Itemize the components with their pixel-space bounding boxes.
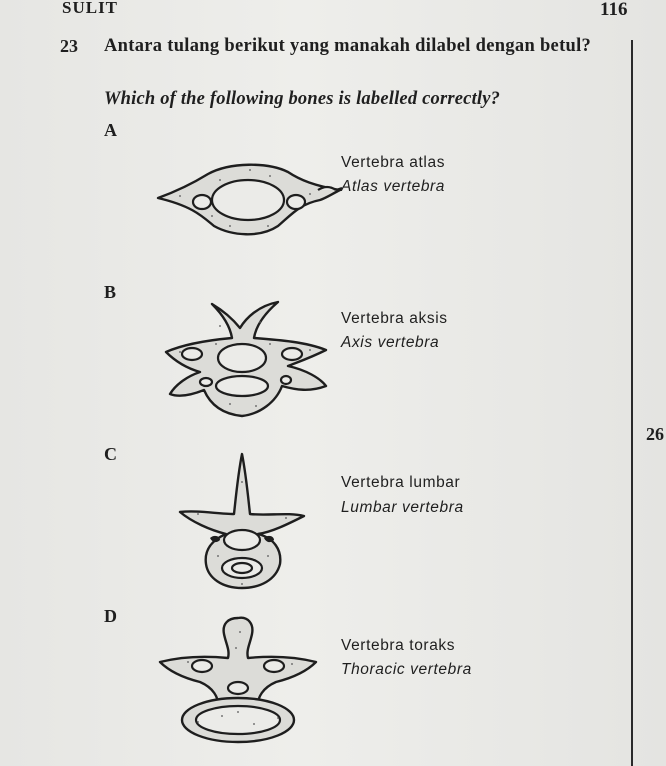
option-b-label-english: Axis vertebra [341,334,440,351]
question-number: 23 [60,36,78,56]
axis-vertebra-diagram [164,300,328,418]
option-c-letter[interactable]: C [104,444,117,464]
option-d-label-malay: Vertebra toraks [341,637,456,654]
margin-line [631,40,633,766]
atlas-vertebra-diagram [156,163,343,236]
lumbar-vertebra-diagram [178,452,306,590]
question-text-malay: Antara tulang berikut yang manakah dilab… [104,36,592,56]
option-b-label-malay: Vertebra aksis [341,310,448,327]
option-d-label-english: Thoracic vertebra [341,661,472,678]
option-d-letter[interactable]: D [104,606,117,626]
page-number: 116 [600,0,628,20]
option-a-letter[interactable]: A [104,120,117,140]
margin-number: 26 [646,424,664,444]
question-text-english: Which of the following bones is labelled… [104,89,501,109]
thoracic-vertebra-diagram [158,616,318,744]
header-sulit: SULIT [62,0,119,17]
option-b-letter[interactable]: B [104,282,117,302]
option-c-label-english: Lumbar vertebra [341,499,464,516]
option-a-label-english: Atlas vertebra [341,178,446,195]
option-c-label-malay: Vertebra lumbar [341,474,461,491]
option-a-label-malay: Vertebra atlas [341,154,446,171]
